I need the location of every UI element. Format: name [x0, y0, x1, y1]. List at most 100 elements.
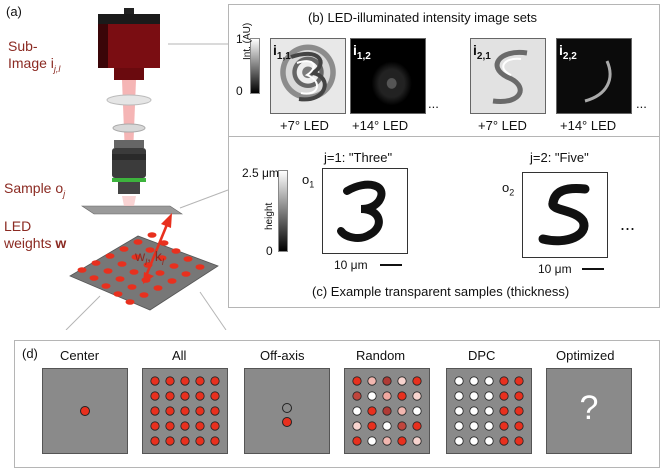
led-line1: LED: [4, 218, 32, 234]
pattern-center-box: [42, 368, 128, 454]
pattern-offaxis-led: [282, 417, 292, 427]
digit-five-shape: [538, 184, 590, 246]
led-dot: [367, 436, 377, 446]
led-dot: [352, 376, 362, 386]
pattern-all-box: [142, 368, 228, 454]
pattern-center-label: Center: [60, 348, 100, 363]
image-i12-sub: 1,2: [356, 50, 371, 62]
board-led: [183, 256, 193, 262]
led-dot: [352, 406, 362, 416]
pattern-all-label: All: [172, 348, 187, 363]
sample-five-image: [522, 172, 608, 258]
panel-c-ellipsis: ...: [620, 214, 636, 234]
led-dot: [499, 421, 509, 431]
image-i11: [270, 38, 346, 114]
image-i22-sub: 2,2: [562, 50, 577, 62]
led-dot: [150, 376, 160, 386]
led-dot: [195, 421, 205, 431]
led-dot: [514, 376, 524, 386]
led-line2: weights: [4, 235, 56, 251]
led-dot: [195, 406, 205, 416]
led-dot: [210, 421, 220, 431]
image-i22-texture: [584, 60, 612, 103]
scale-bar-1: [380, 264, 402, 266]
question-mark-icon: ?: [579, 389, 599, 427]
panel-b-ellipsis-1: ...: [428, 96, 439, 111]
image-i11-caption: +7° LED: [280, 118, 329, 133]
sample-subscript: j: [63, 188, 66, 199]
wk-l1: l: [145, 256, 148, 267]
led-dot: [195, 376, 205, 386]
led-dot: [180, 391, 190, 401]
led-dot: [412, 376, 422, 386]
led-dot: [454, 421, 464, 431]
board-led: [157, 255, 167, 261]
led-dot: [165, 376, 175, 386]
led-dot: [397, 391, 407, 401]
microscope-illustration: [65, 8, 229, 330]
image-i21-label: i2,1: [473, 42, 491, 62]
board-led: [169, 263, 179, 269]
board-led: [145, 247, 155, 253]
led-dot: [210, 376, 220, 386]
led-dot: [484, 391, 494, 401]
led-dot: [514, 436, 524, 446]
led-dot: [352, 421, 362, 431]
sample-header-2: j=2: "Five": [530, 150, 589, 165]
image-i11-sub: 1,1: [276, 50, 291, 62]
led-dot: [367, 376, 377, 386]
led-dot: [165, 436, 175, 446]
led-dot: [454, 376, 464, 386]
led-dot: [165, 406, 175, 416]
image-i21-sub: 2,1: [476, 50, 491, 62]
subimage-line1: Sub-: [8, 38, 38, 54]
subimage-label: Sub- Image ij,l: [8, 38, 60, 78]
sample-header-1: j=1: "Three": [324, 150, 393, 165]
board-led: [159, 240, 169, 246]
led-dot: [412, 406, 422, 416]
sample-text: Sample o: [4, 180, 64, 196]
digit-three-shape: [337, 180, 386, 242]
led-dot: [469, 406, 479, 416]
board-led: [105, 253, 115, 259]
led-bold-w: w: [55, 235, 67, 251]
sample-o1-sub: 1: [309, 179, 315, 190]
panel-a-label: (a): [6, 4, 22, 19]
subimage-line2: Image i: [8, 55, 54, 71]
led-dot: [180, 421, 190, 431]
led-dot: [195, 391, 205, 401]
sample-o2-sub: 2: [509, 187, 515, 198]
led-dot: [469, 421, 479, 431]
panel-b-colorbar: [250, 38, 260, 94]
led-dot: [150, 406, 160, 416]
led-dot: [210, 406, 220, 416]
led-dot: [469, 436, 479, 446]
panel-c-cb-bottom: 0: [266, 244, 273, 258]
led-dot: [514, 391, 524, 401]
wk-w: w: [135, 248, 146, 264]
board-led: [139, 292, 149, 298]
board-led: [125, 299, 135, 305]
sample-o2-label: o2: [502, 180, 514, 198]
board-led: [155, 270, 165, 276]
scale-label-2: 10 μm: [538, 262, 572, 276]
panel-d-label: (d): [22, 346, 38, 361]
image-i21-texture: [492, 49, 528, 104]
led-dot: [412, 436, 422, 446]
led-dot: [165, 421, 175, 431]
led-dot: [180, 406, 190, 416]
panel-c-cb-top: 2.5 μm: [242, 166, 279, 180]
image-i21-caption: +7° LED: [478, 118, 527, 133]
led-dot: [412, 391, 422, 401]
image-i11-letter: i: [273, 42, 277, 58]
board-led: [119, 246, 129, 252]
pattern-offaxis-led-ring: [282, 403, 292, 413]
pattern-dpc-box: [446, 368, 532, 454]
led-dot: [499, 436, 509, 446]
pattern-optimized-box: ?: [546, 368, 632, 454]
led-dot: [367, 406, 377, 416]
board-led: [127, 284, 137, 290]
board-led: [167, 278, 177, 284]
sample-o1-label: o1: [302, 172, 314, 190]
led-dot: [382, 406, 392, 416]
